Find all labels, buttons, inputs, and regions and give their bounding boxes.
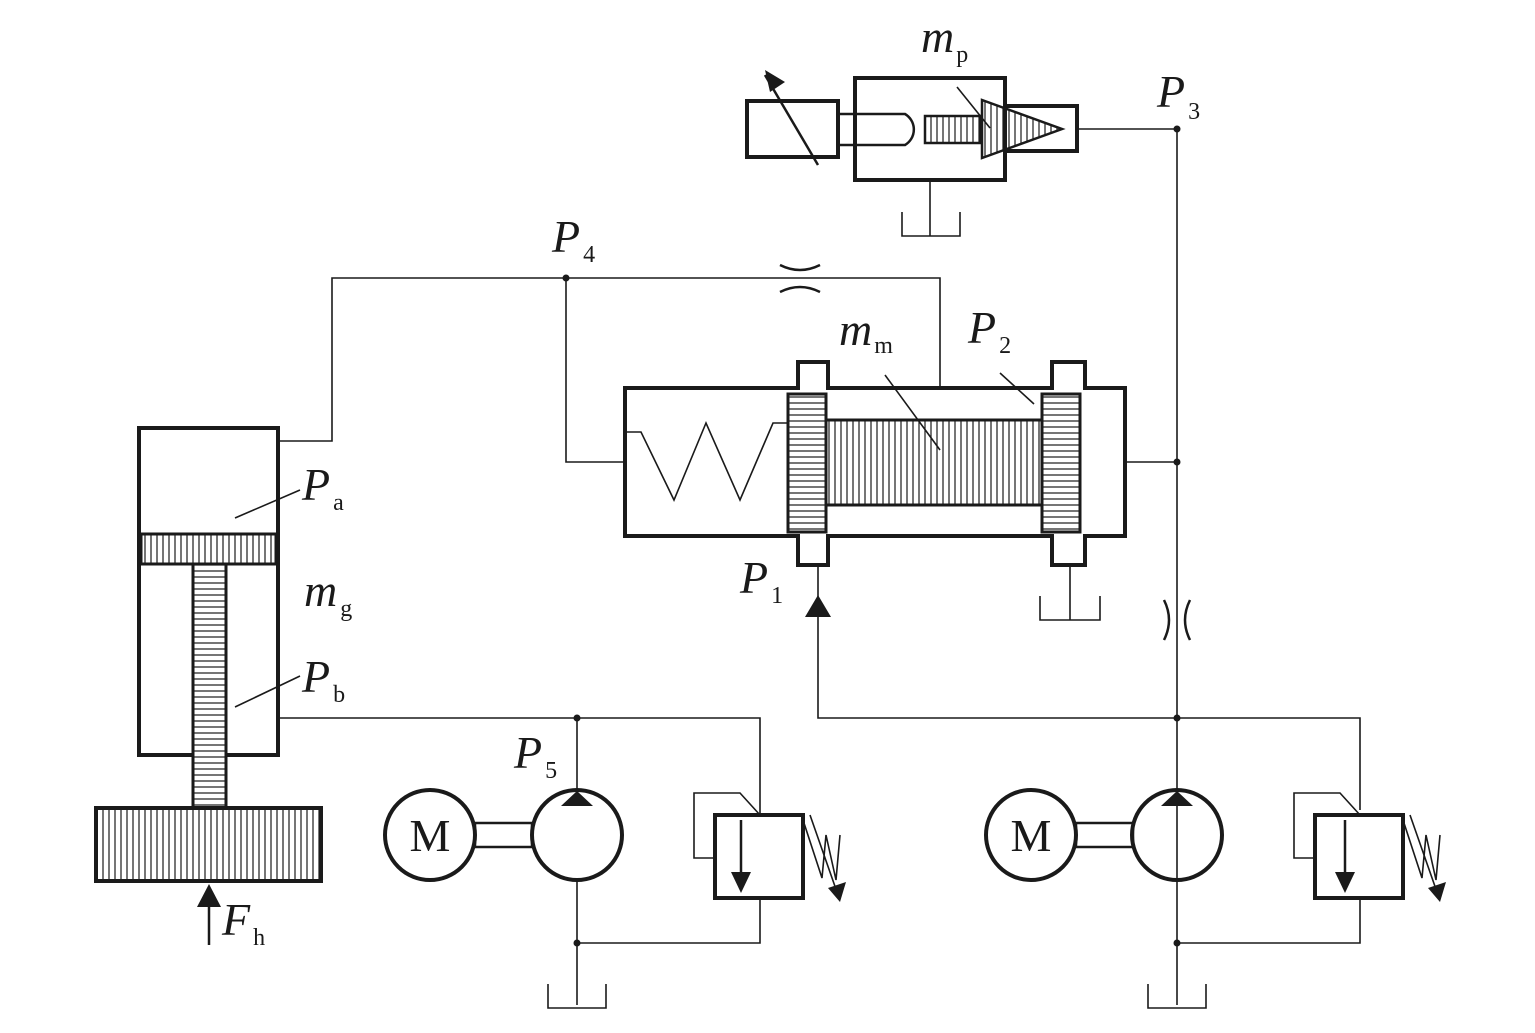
pa-leader — [234, 489, 301, 519]
node-right-pump — [1173, 714, 1181, 722]
left-relief-valve — [713, 813, 805, 900]
line-pb — [280, 717, 761, 815]
adjustable-arrow-line — [763, 74, 820, 166]
proportional-pressure-valve — [745, 70, 1079, 237]
spool-valve-body — [623, 360, 1127, 567]
line-p4-to-spring — [565, 278, 625, 463]
force-arrow-head — [197, 884, 221, 907]
right-relief-pilot — [1293, 792, 1361, 859]
spool-land-left — [786, 392, 828, 534]
node-p3-spool — [1173, 458, 1181, 466]
label-mp: mp — [921, 11, 968, 68]
spool-tank — [1039, 596, 1101, 621]
valve-tank — [901, 212, 961, 237]
left-motor-label: M — [410, 810, 451, 861]
right-relief-adjust — [1409, 814, 1439, 896]
left-coupling — [473, 821, 534, 849]
spool-rod — [824, 418, 1044, 507]
right-relief-return — [1177, 898, 1361, 944]
valve-plunger — [838, 112, 916, 147]
orifice-top — [779, 263, 821, 294]
right-relief-spring — [1402, 819, 1441, 881]
valve-spool — [923, 114, 982, 145]
left-pump-unit — [383, 788, 846, 1009]
left-relief-spring — [802, 819, 841, 881]
valve-cone — [980, 98, 1066, 160]
right-relief-valve — [1313, 813, 1405, 900]
p1-flow-arrow — [805, 595, 831, 617]
hydraulic-cylinder — [94, 426, 323, 945]
spool-valve — [623, 360, 1127, 621]
cylinder-load — [94, 806, 323, 883]
right-relief-adjust-head — [1428, 882, 1446, 902]
left-pump-arrow — [561, 791, 593, 806]
solenoid-box — [745, 99, 840, 159]
cylinder-piston — [139, 532, 278, 566]
line-p1 — [817, 565, 1361, 810]
p2-leader — [999, 372, 1035, 405]
line-p4 — [280, 277, 941, 442]
cylinder-rod — [191, 562, 228, 810]
mm-leader — [884, 374, 941, 451]
adjustable-arrow-head — [765, 70, 785, 92]
left-tank — [547, 984, 607, 1009]
left-relief-return — [577, 898, 761, 944]
right-pump-arrow — [1161, 791, 1193, 806]
pb-leader — [234, 675, 301, 708]
right-coupling — [1074, 821, 1135, 849]
left-relief-adjust — [809, 814, 839, 896]
left-relief-pilot — [693, 792, 761, 859]
left-relief-adjust-head — [828, 882, 846, 902]
right-relief-arrow-head — [1335, 872, 1355, 893]
orifice-right — [1162, 599, 1192, 641]
left-relief-arrow-head — [731, 872, 751, 893]
right-pump — [1130, 788, 1224, 882]
right-pump-unit — [984, 788, 1446, 1009]
mp-leader — [956, 86, 991, 129]
right-tank — [1147, 984, 1207, 1009]
label-mm: mm — [839, 304, 893, 359]
spool-spring — [625, 420, 788, 503]
spool-land-right — [1040, 392, 1082, 534]
right-motor-label: M — [1011, 810, 1052, 861]
